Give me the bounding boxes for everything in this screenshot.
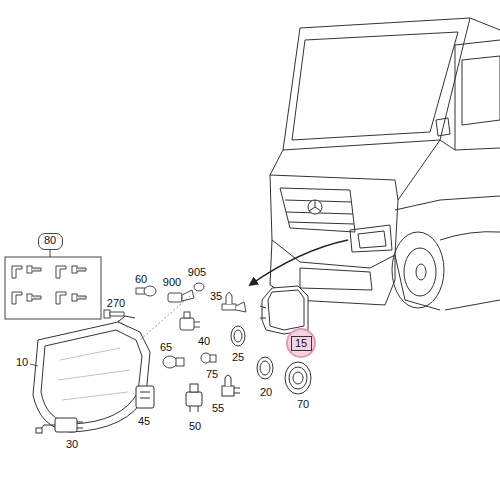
callout-number: 50 xyxy=(188,420,202,433)
control-module xyxy=(136,386,154,408)
cable-connector xyxy=(36,418,83,433)
callout-number: 270 xyxy=(106,297,126,310)
callout-number: 60 xyxy=(134,273,148,286)
callout-number: 55 xyxy=(211,402,225,415)
round-cap xyxy=(285,362,311,394)
callout-number: 30 xyxy=(65,438,79,451)
callout-number: 905 xyxy=(187,266,207,279)
callout-number: 70 xyxy=(296,398,310,411)
callout-number: 35 xyxy=(209,290,223,303)
bulb-socket xyxy=(180,312,200,330)
side-lamp-bulb xyxy=(136,286,156,296)
callout-number: 75 xyxy=(205,368,219,381)
headlamp-cover xyxy=(260,286,308,334)
headlamp-housing xyxy=(33,316,150,432)
callout-number: 900 xyxy=(162,276,182,289)
cap-ring xyxy=(257,357,273,379)
lamp-socket xyxy=(186,384,202,412)
callout-number: 20 xyxy=(259,386,273,399)
location-arrow xyxy=(250,240,348,285)
callout-number: 80 xyxy=(39,234,62,247)
callout-number: 25 xyxy=(231,351,245,364)
fog-bulb xyxy=(222,375,240,396)
callout-number: 15 xyxy=(292,337,311,350)
callout-box: 15 xyxy=(291,336,312,351)
mercedes-star xyxy=(308,200,322,214)
adjusting-screw xyxy=(104,310,124,318)
seal-ring xyxy=(231,326,245,346)
callout-number: 10 xyxy=(15,356,29,369)
parking-bulb xyxy=(201,353,216,363)
halogen-bulb xyxy=(222,293,246,313)
fixing-kit-box xyxy=(5,248,101,319)
indicator-bulb xyxy=(163,356,184,368)
callout-number: 65 xyxy=(159,341,173,354)
highlight-circle xyxy=(287,329,315,357)
callout-number: 40 xyxy=(197,335,211,348)
kit-callout: 80 xyxy=(38,233,63,250)
van-body xyxy=(270,18,500,310)
callout-number: 45 xyxy=(137,415,151,428)
